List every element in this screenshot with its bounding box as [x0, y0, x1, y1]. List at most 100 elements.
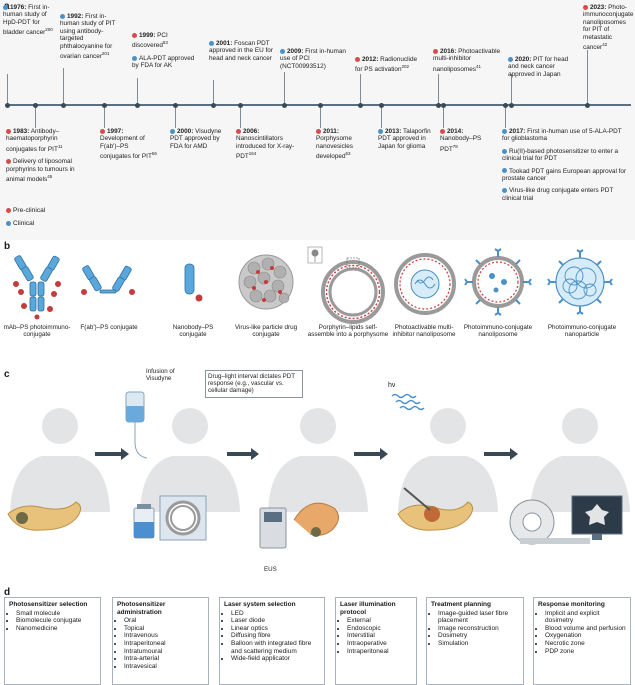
stem	[284, 72, 285, 104]
event-year: 2016:	[440, 48, 457, 55]
pancreas-icon	[7, 501, 82, 531]
event-text: PIT for head and neck cancer approved in…	[508, 56, 569, 78]
event-year: 1983:	[13, 128, 30, 135]
box-title: Response monitoring	[538, 601, 605, 608]
clinical-dot	[502, 168, 507, 174]
list-item: Image-guided laser fibre placement	[438, 610, 519, 625]
event-2011: 2011: Porphysome nanovesicles developed6…	[316, 128, 376, 161]
list-item: Laser diode	[231, 617, 320, 625]
timeline-node	[5, 102, 10, 108]
timeline-node	[318, 102, 323, 108]
clinical-dot	[502, 128, 507, 134]
event-year: 1976:	[10, 4, 27, 11]
list-item: Intravenous	[124, 632, 204, 640]
preclinical-dot	[236, 128, 241, 134]
box-response-monitoring: Response monitoring Implicit and explici…	[533, 597, 631, 685]
clinical-dot	[378, 128, 383, 134]
event-year: 2013:	[385, 128, 402, 135]
event-ref: 11	[57, 143, 63, 149]
box-illumination-protocol: Laser illumination protocol External End…	[335, 597, 417, 685]
event-2020: 2020: PIT for head and neck cancer appro…	[508, 56, 572, 78]
stem	[511, 74, 512, 104]
event-year: 2011:	[323, 128, 339, 135]
note-eus: EUS	[264, 566, 277, 573]
stem	[137, 78, 138, 104]
event-1997: 1997: Development of F(ab')–PS conjugate…	[100, 128, 158, 161]
event-text: Virus-like drug conjugate enters PDT cli…	[502, 187, 614, 202]
list-item: Implicit and explicit dosimetry	[545, 610, 626, 625]
list-item: Intraperitoneal	[347, 648, 412, 656]
clinical-dot	[3, 4, 8, 10]
label-mab-ps: mAb–PS photoimmuno-conjugate	[3, 324, 71, 339]
list-item: Oral	[124, 617, 204, 625]
clinical-dot	[132, 55, 137, 61]
event-ref: 201	[101, 51, 110, 57]
list-item: Small molecule	[16, 610, 96, 618]
laser-fibre-icon	[403, 487, 431, 511]
event-year: 1999:	[139, 32, 156, 39]
timeline-node	[503, 102, 508, 108]
stomach-icon	[293, 502, 339, 536]
label-pic-nanoliposome: Photoimmuno-conjugate nanoliposome	[463, 324, 533, 339]
event-ref: 63	[345, 151, 351, 157]
timeline-node	[33, 102, 38, 108]
label-porphysome: Porphyrin–lipids self-assemble into a po…	[307, 324, 389, 339]
timeline-node	[135, 102, 140, 108]
preclinical-dot	[583, 4, 588, 10]
porphysome-icon	[307, 246, 385, 324]
clinical-dot	[170, 128, 175, 134]
stem	[505, 106, 506, 128]
list-item: Intratumoural	[124, 648, 204, 656]
legend-clinical: Clinical	[6, 220, 34, 227]
event-2013: 2013: Talaporfin PDT approved in Japan f…	[378, 128, 438, 150]
legend-label: Clinical	[13, 220, 35, 227]
patient-silhouette	[268, 408, 368, 512]
box-title: Photosensitizer administration	[117, 601, 166, 616]
event-text: First in-human study of HpD-PDT for blad…	[3, 4, 50, 37]
timeline-node	[102, 102, 107, 108]
event-ref: 41	[476, 63, 482, 69]
event-text: Talaporfin PDT approved in Japan for gli…	[378, 128, 431, 150]
event-text: Nanobody–PS PDT	[440, 135, 482, 153]
event-text: Photo-immunoconjugate nanoliposomes for …	[583, 4, 634, 52]
stem	[104, 106, 105, 128]
note-hv: hν	[388, 382, 396, 389]
event-2016: 2016: Photoactivable multi-inhibitor nan…	[433, 48, 501, 73]
panel-d-considerations: d Photosensitizer selection Small molecu…	[0, 584, 635, 685]
event-ref: 53	[162, 40, 168, 46]
stem	[438, 74, 439, 104]
legend-preclinical: Pre-clinical	[6, 207, 45, 214]
box-title: Treatment planning	[431, 601, 491, 608]
list-item: Blood volume and perfusion	[545, 625, 626, 633]
event-text: Tookad PDT gains European approval for p…	[502, 167, 627, 183]
list-item: Biomolecule conjugate	[16, 617, 96, 625]
stem	[587, 50, 588, 104]
stem	[320, 106, 321, 128]
event-year: 1997:	[107, 128, 124, 135]
timeline-node	[173, 102, 178, 108]
event-ref: 42	[602, 42, 608, 48]
patient-silhouette	[10, 408, 110, 512]
stem	[360, 74, 361, 104]
box-treatment-planning: Treatment planning Image-guided laser fi…	[426, 597, 524, 685]
clinical-dot	[502, 148, 507, 154]
panel-letter-d: d	[4, 587, 11, 598]
event-text: Radionuclide for PS activation	[355, 56, 418, 74]
list-item: Intra-arterial	[124, 655, 204, 663]
event-year: 2000:	[177, 128, 194, 135]
list-item: Nanomedicine	[16, 625, 96, 633]
preclinical-dot	[6, 207, 11, 213]
clinical-dot	[502, 188, 507, 194]
event-year: 2017:	[509, 128, 526, 135]
event-year: 2009:	[287, 48, 304, 55]
list-item: Wide-field applicator	[231, 655, 320, 663]
list-item: Intraperitoneal	[124, 640, 204, 648]
event-text: Development of F(ab')–PS conjugates for …	[100, 135, 152, 161]
event-2000: 2000: Visudyne PDT approved by FDA for A…	[170, 128, 232, 150]
list-item: Balloon with integrated fibre and scatte…	[231, 640, 320, 655]
stem	[63, 68, 64, 104]
event-1999: 1999: PCI discovered53 ALA-PDT approved …	[132, 32, 202, 70]
clinical-dot	[209, 40, 214, 46]
light-waves-icon	[391, 393, 425, 411]
box-ps-selection: Photosensitizer selection Small molecule…	[4, 597, 101, 685]
